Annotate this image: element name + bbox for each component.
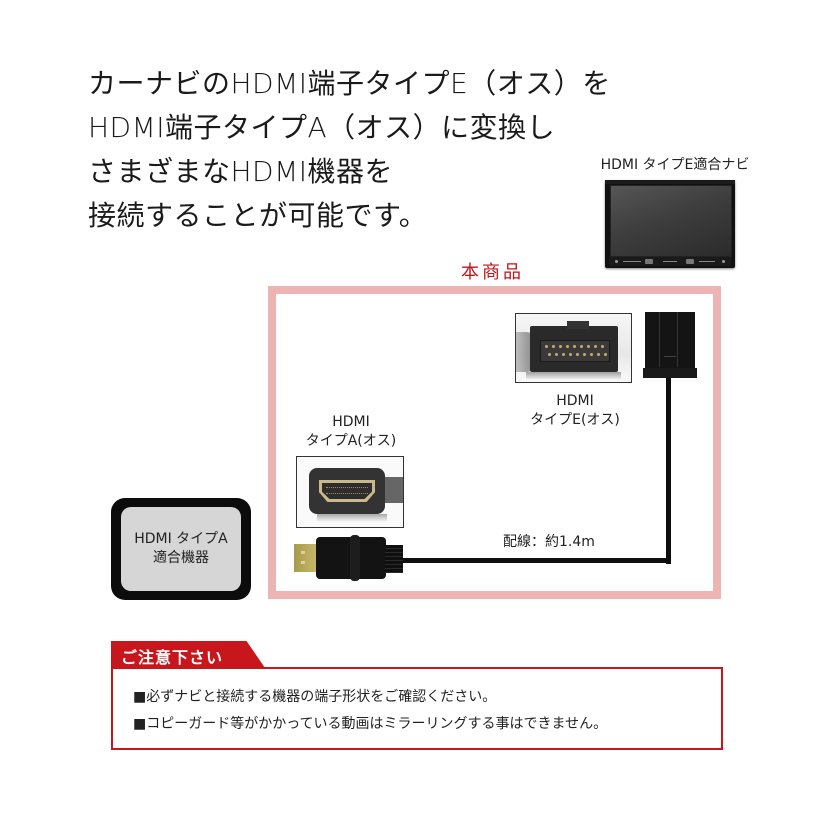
type-a-label-line-1: HDMI xyxy=(332,414,370,430)
headline-line-1: カーナビのHDMI端子タイプE（オス）を xyxy=(88,67,611,100)
caution-item-2: ■コピーガード等がかかっている動画はミラーリングする事はできません。 xyxy=(133,716,608,732)
cable-length-label: 配線：約1.4m xyxy=(503,534,595,550)
type-a-plug-strain-relief xyxy=(385,545,403,573)
type-a-plug-grip xyxy=(350,535,360,581)
type-e-label-line-2: タイプE(オス) xyxy=(530,412,620,428)
pin-row xyxy=(326,493,368,495)
type-a-connector-icon xyxy=(309,468,385,514)
type-e-label: HDMI タイプE(オス) xyxy=(520,392,630,430)
caution-title: ご注意下さい xyxy=(121,648,224,667)
connector-inner xyxy=(322,483,372,499)
shadow xyxy=(317,514,387,522)
product-frame xyxy=(268,286,721,599)
navi-button-bar xyxy=(609,257,731,266)
type-a-label: HDMI タイプA(オス) xyxy=(296,413,406,451)
car-navigation-unit-icon xyxy=(605,180,735,268)
product-label: 本商品 xyxy=(461,262,524,283)
navi-button-dash xyxy=(663,261,677,262)
navi-button xyxy=(645,259,653,264)
caution-header: ご注意下さい xyxy=(111,641,265,668)
connector-latch xyxy=(567,321,589,329)
navi-button-dot xyxy=(722,260,725,263)
pin-row xyxy=(326,487,368,489)
caution-box: ■必ずナビと接続する機器の端子形状をご確認ください。 ■コピーガード等がかかって… xyxy=(111,667,723,750)
hdmi-type-e-photo xyxy=(515,313,632,383)
type-e-plug-icon xyxy=(645,312,695,374)
shadow xyxy=(526,372,621,380)
cable-vertical xyxy=(666,378,671,564)
type-e-connector-icon xyxy=(530,321,618,372)
device-label-line-2: 適合機器 xyxy=(153,550,209,566)
type-e-label-line-1: HDMI xyxy=(556,393,594,409)
connector-pins xyxy=(540,340,610,362)
navi-button xyxy=(686,259,694,264)
navi-button-dash xyxy=(623,261,641,262)
hdmi-type-a-photo xyxy=(296,456,404,528)
type-e-plug-lip xyxy=(643,368,697,378)
navi-top-bezel xyxy=(605,180,735,184)
headline-line-3: さまざまなHDMI機器を xyxy=(88,155,394,188)
cable-horizontal xyxy=(400,558,671,563)
headline: カーナビのHDMI端子タイプE（オス）を HDMI端子タイプA（オス）に変換し … xyxy=(88,62,611,238)
navi-button-dot xyxy=(615,260,618,263)
navi-label: HDMI タイプE適合ナビ xyxy=(600,157,750,173)
device-label-line-1: HDMI タイプA xyxy=(134,531,228,547)
device-panel: HDMI タイプA 適合機器 xyxy=(121,507,241,591)
hdmi-type-a-device-icon: HDMI タイプA 適合機器 xyxy=(111,498,251,600)
caution-item-1: ■必ずナビと接続する機器の端子形状をご確認ください。 xyxy=(133,689,497,705)
type-a-plug-tip-icon xyxy=(294,544,317,572)
navi-screen xyxy=(610,185,732,257)
headline-line-2: HDMI端子タイプA（オス）に変換し xyxy=(88,111,556,144)
navi-button-dash xyxy=(699,261,715,262)
headline-line-4: 接続することが可能です。 xyxy=(88,199,428,232)
type-a-label-line-2: タイプA(オス) xyxy=(305,433,397,449)
